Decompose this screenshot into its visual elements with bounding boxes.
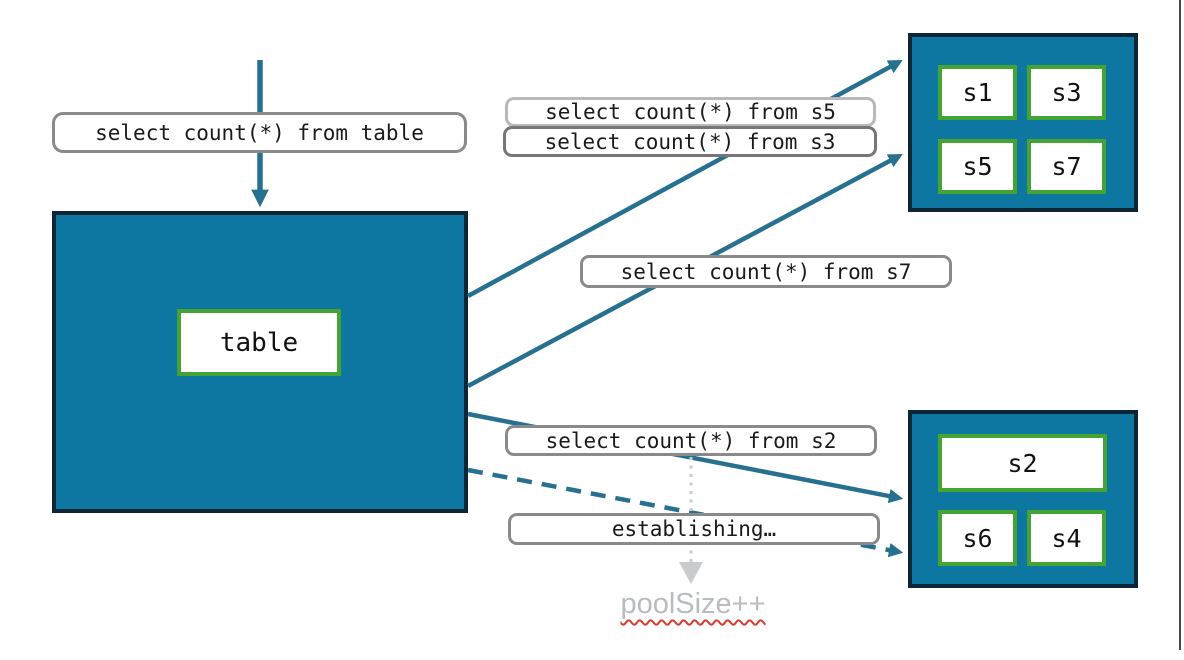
shard-label-s5: s5 xyxy=(962,152,993,181)
shard-group-bottom: s2 s6 s4 xyxy=(908,410,1138,588)
shard-label-s1: s1 xyxy=(962,78,993,107)
query-text-establishing: establishing… xyxy=(611,517,777,541)
shard-node-s5: s5 xyxy=(938,139,1017,194)
dotted-poolsize-arrowhead xyxy=(679,562,703,584)
query-label-s5: select count(*) from s5 xyxy=(505,97,876,127)
query-label-s3: select count(*) from s3 xyxy=(503,126,877,157)
shard-node-s1: s1 xyxy=(938,65,1017,120)
shard-label-s3: s3 xyxy=(1051,78,1082,107)
shard-group-top: s1 s3 s5 s7 xyxy=(908,33,1138,212)
shard-label-s4: s4 xyxy=(1051,523,1082,553)
query-label-table: select count(*) from table xyxy=(52,112,467,153)
poolsize-annotation: poolSize++ xyxy=(620,588,766,620)
table-node-label: table xyxy=(219,327,299,358)
query-text-s2: select count(*) from s2 xyxy=(545,428,837,453)
shard-node-s6: s6 xyxy=(938,510,1017,566)
shard-node-s2: s2 xyxy=(938,434,1107,492)
query-text-s3: select count(*) from s3 xyxy=(544,129,836,154)
query-text-table: select count(*) from table xyxy=(95,120,424,145)
query-label-s7: select count(*) from s7 xyxy=(580,255,952,288)
table-node: table xyxy=(177,309,341,376)
slide-right-edge-line xyxy=(1179,0,1181,650)
query-text-s7: select count(*) from s7 xyxy=(620,259,912,284)
shard-label-s6: s6 xyxy=(962,523,993,553)
query-text-s5: select count(*) from s5 xyxy=(545,100,836,124)
table-container-box: table xyxy=(52,211,468,513)
shard-node-s4: s4 xyxy=(1027,510,1106,566)
query-label-establishing: establishing… xyxy=(508,513,880,545)
shard-label-s7: s7 xyxy=(1051,152,1082,181)
shard-label-s2: s2 xyxy=(1007,448,1038,478)
query-label-s2: select count(*) from s2 xyxy=(505,425,877,456)
shard-node-s3: s3 xyxy=(1027,65,1106,120)
shard-node-s7: s7 xyxy=(1027,139,1106,194)
